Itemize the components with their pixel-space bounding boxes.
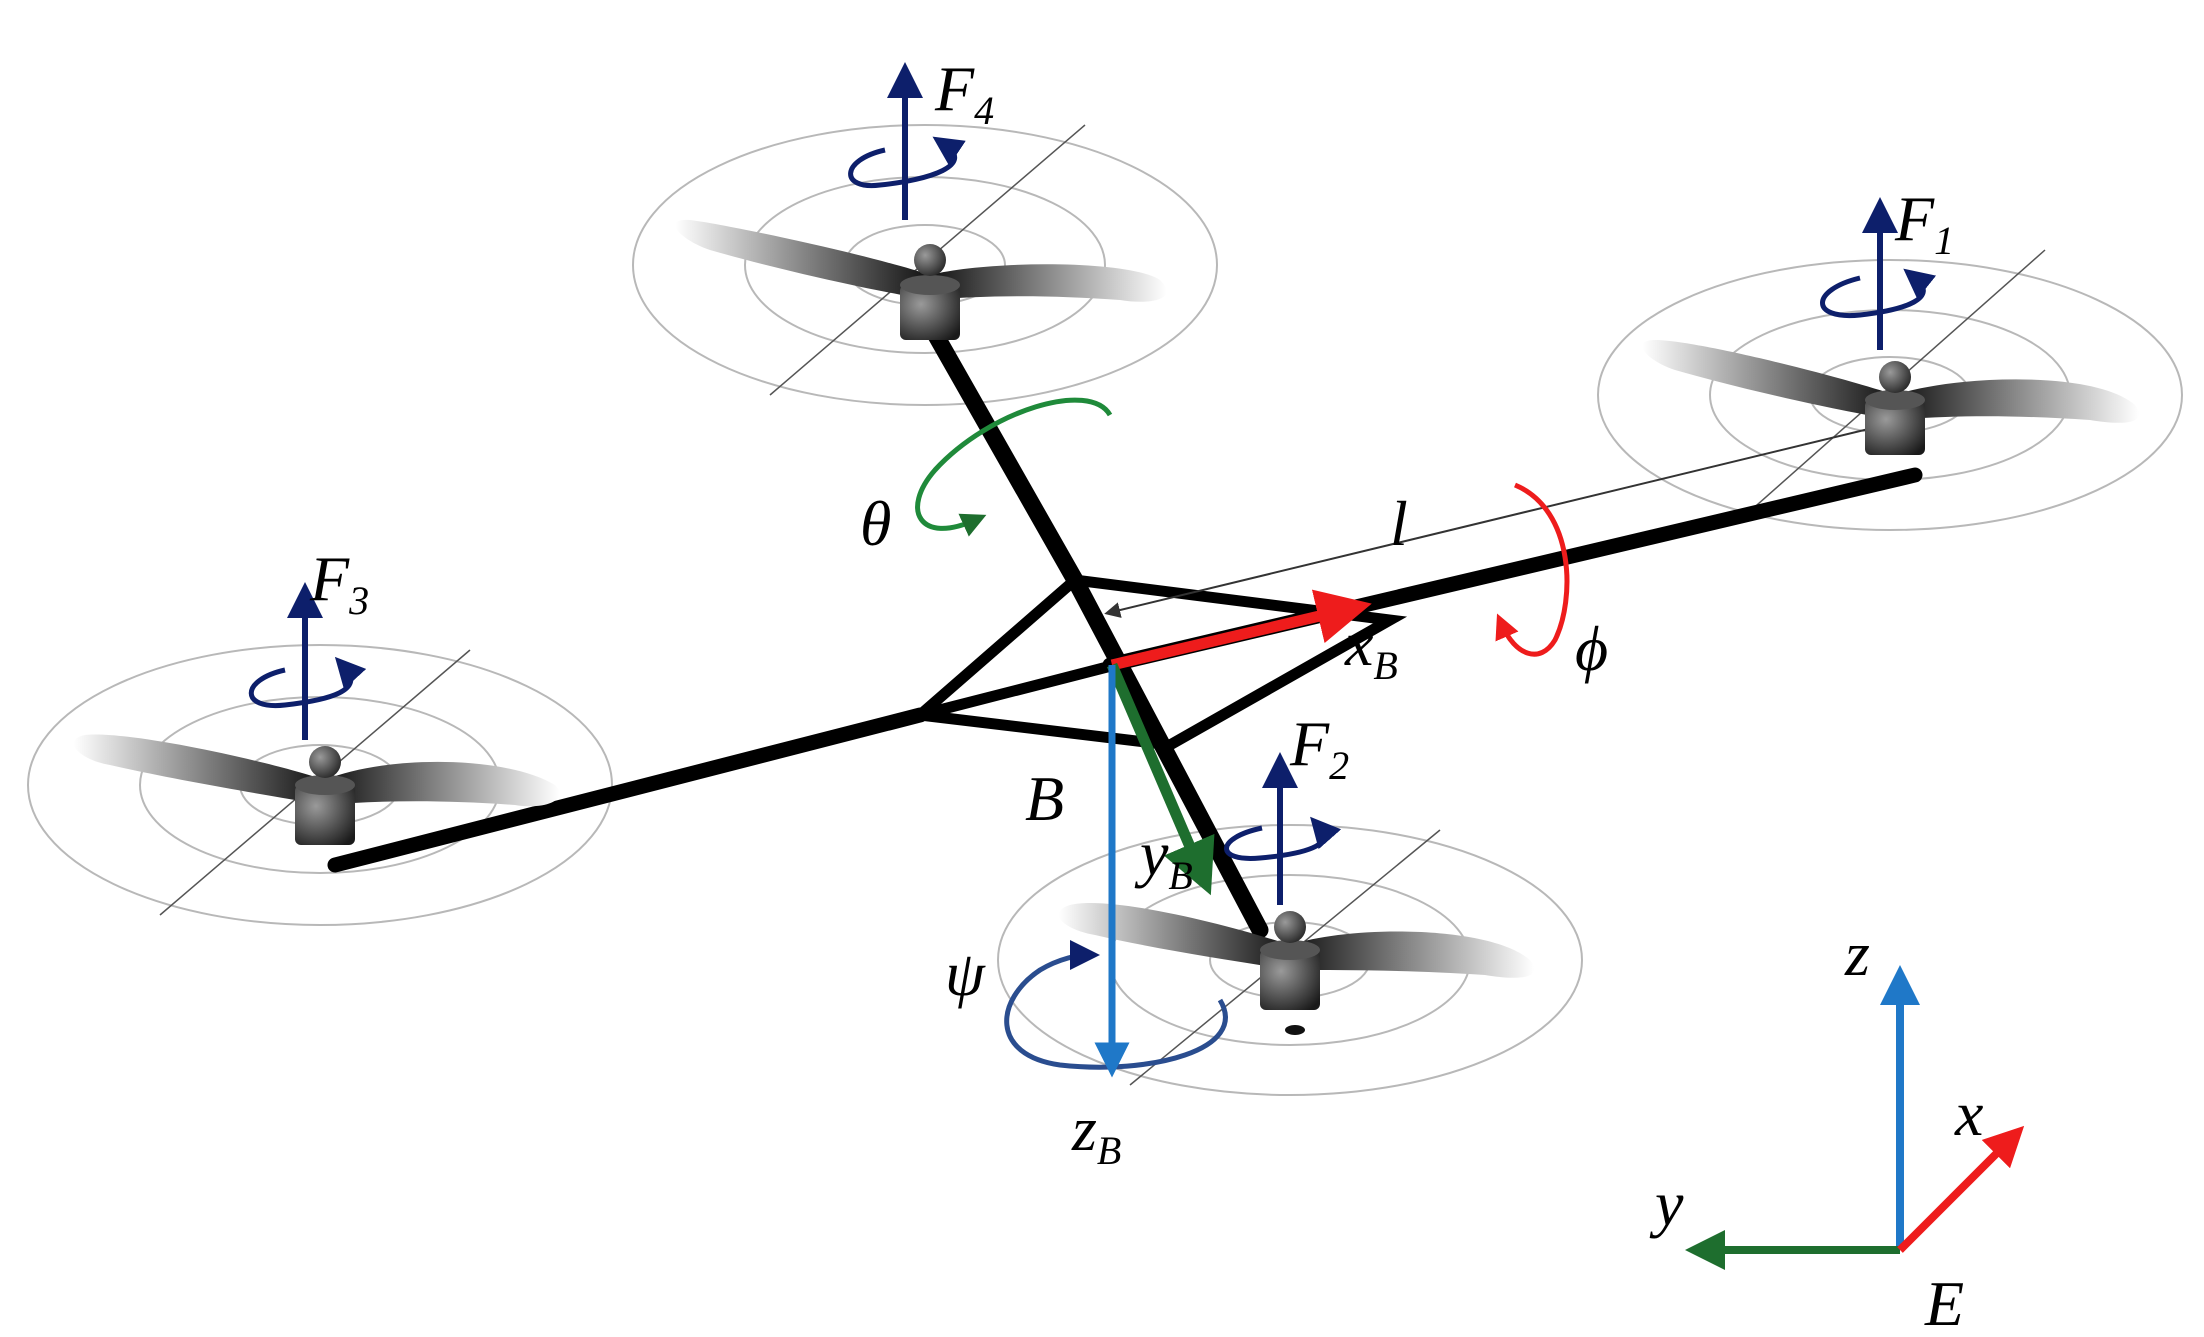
label-earth-z: z xyxy=(1844,918,1870,989)
theta-rotation-arrow xyxy=(915,397,1113,537)
propeller-motor-icon xyxy=(1058,903,1534,1035)
label-theta: θ xyxy=(860,488,891,559)
label-F3: F3 xyxy=(309,543,369,623)
label-F4: F4 xyxy=(934,53,994,133)
rotation-arrow-icon xyxy=(248,136,1937,861)
frame xyxy=(327,316,1923,939)
propeller-motor-icon xyxy=(675,219,1167,340)
propeller-motor-icon xyxy=(73,734,560,845)
arm-rotor-3 xyxy=(327,707,928,873)
arm-rotor-2 xyxy=(1066,571,1269,939)
center-truss xyxy=(914,574,1408,751)
psi-rotation-arrow xyxy=(1004,940,1228,1070)
label-xB: xB xyxy=(1344,608,1398,688)
phi-rotation-arrow xyxy=(1495,482,1570,657)
label-earth-E: E xyxy=(1924,1268,1964,1332)
label-phi: ϕ xyxy=(1575,613,1608,684)
label-l: l xyxy=(1390,488,1408,559)
xB-axis-arrow xyxy=(1110,589,1372,671)
label-yB: yB xyxy=(1134,818,1193,898)
propeller-motor-icon xyxy=(1642,340,2139,455)
label-zB: zB xyxy=(1071,1093,1121,1173)
label-F1: F1 xyxy=(1894,183,1954,263)
label-earth-y: y xyxy=(1649,1168,1684,1239)
earth-x-axis-arrow xyxy=(1897,1125,2025,1253)
label-B: B xyxy=(1025,763,1064,834)
label-F2: F2 xyxy=(1289,708,1349,788)
arm-rotor-4 xyxy=(921,316,1084,589)
thrust-arrow-icon xyxy=(287,62,1898,905)
yB-axis-arrow xyxy=(1106,662,1215,896)
label-psi: ψ xyxy=(945,938,986,1009)
arm-length-line xyxy=(1104,424,1886,618)
label-earth-x: x xyxy=(1954,1078,1983,1149)
